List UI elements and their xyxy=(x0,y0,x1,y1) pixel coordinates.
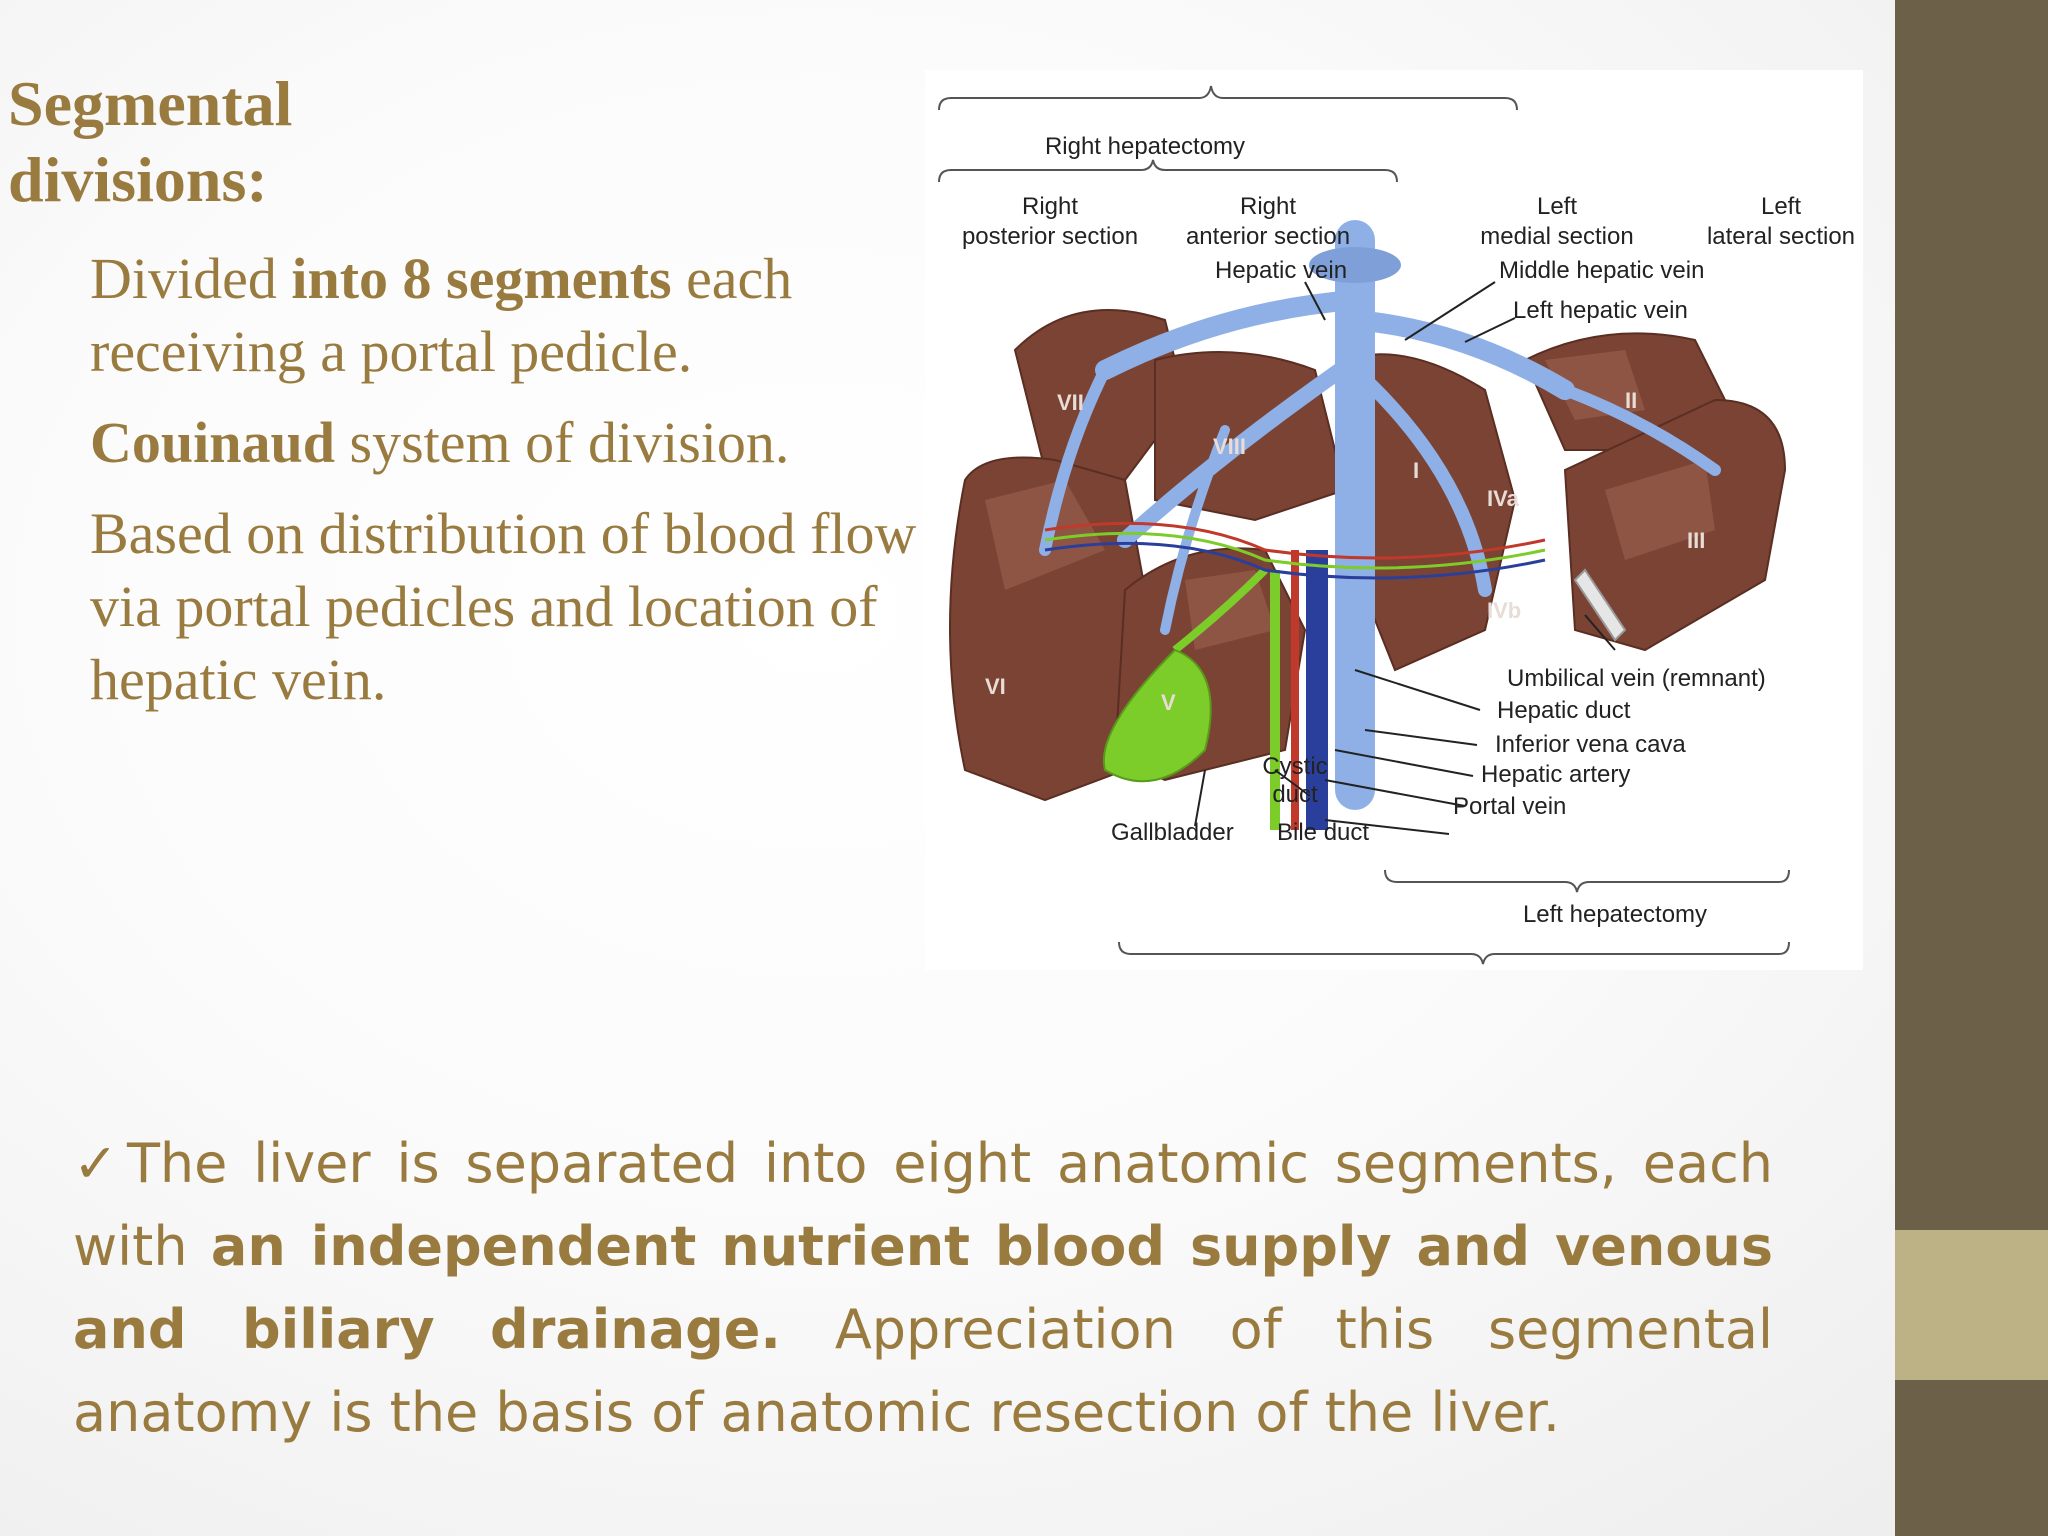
segment-viii: VIII xyxy=(1213,434,1246,459)
bullet-bold: into 8 segments xyxy=(291,246,672,311)
label-right-anterior-1: Right xyxy=(1240,193,1296,220)
summary-paragraph: ✓The liver is separated into eight anato… xyxy=(73,1122,1773,1454)
label-gallbladder: Gallbladder xyxy=(1111,819,1234,846)
segment-v: V xyxy=(1161,690,1176,715)
label-right-hepatectomy: Right hepatectomy xyxy=(1045,133,1245,160)
label-left-hepatectomy: Left hepatectomy xyxy=(1523,901,1707,928)
summary-text-1: The liver is separated into eight anatom… xyxy=(73,1132,1773,1278)
check-icon: ✓ xyxy=(73,1132,127,1195)
bullet-text: each receiving a portal pedicle. xyxy=(90,246,793,384)
label-hepatic-vein: Hepatic vein xyxy=(1215,257,1347,284)
title-line-1: Segmental xyxy=(8,68,293,139)
segment-i: I xyxy=(1413,458,1419,483)
summary-bold: an independent nutrient blood supply and… xyxy=(73,1215,1774,1361)
segment-iva: IVa xyxy=(1487,486,1520,511)
label-cystic-duct-2: duct xyxy=(1272,781,1318,808)
segment-vii: VII xyxy=(1057,390,1084,415)
label-hepatic-duct: Hepatic duct xyxy=(1497,697,1631,724)
label-right-anterior-2: anterior section xyxy=(1186,223,1350,250)
label-cystic-duct-1: Cystic xyxy=(1262,753,1327,780)
bullet-segments: Divided into 8 segments each receiving a… xyxy=(90,242,940,388)
segment-iii: III xyxy=(1687,528,1705,553)
label-left-hepatic-vein: Left hepatic vein xyxy=(1513,297,1688,324)
bullet-list: Divided into 8 segments each receiving a… xyxy=(90,242,940,734)
segment-vi: VI xyxy=(985,674,1006,699)
label-umbilical-vein: Umbilical vein (remnant) xyxy=(1507,665,1766,692)
label-left-medial-1: Left xyxy=(1537,193,1577,220)
liver-diagram-svg: Right hepatectomy Right posterior sectio… xyxy=(938,85,1855,965)
bullet-text: system of division. xyxy=(335,410,790,475)
label-portal-vein: Portal vein xyxy=(1453,793,1566,820)
bullet-text: Divided xyxy=(90,246,292,311)
label-right-posterior-2: posterior section xyxy=(962,223,1138,250)
label-hepatic-artery: Hepatic artery xyxy=(1481,761,1630,788)
slide-title: Segmental divisions: xyxy=(8,66,292,218)
side-bar-accent xyxy=(1895,1230,2048,1380)
bullet-couinaud: Couinaud system of division. xyxy=(90,406,940,479)
title-line-2: divisions: xyxy=(8,144,268,215)
label-bile-duct: Bile duct xyxy=(1277,819,1369,846)
label-left-lateral-1: Left xyxy=(1761,193,1801,220)
bullet-bold: Couinaud xyxy=(90,410,336,475)
label-right-posterior-1: Right xyxy=(1022,193,1078,220)
bullet-text: Based on distribution of blood flow via … xyxy=(90,501,917,712)
label-left-medial-2: medial section xyxy=(1480,223,1633,250)
label-inferior-vena-cava: Inferior vena cava xyxy=(1495,731,1686,758)
label-middle-hepatic-vein: Middle hepatic vein xyxy=(1499,257,1704,284)
bullet-distribution: Based on distribution of blood flow via … xyxy=(90,497,940,716)
summary-text-2: Appreciation of this segmental anatomy i… xyxy=(73,1298,1773,1444)
liver-segments-diagram: Right hepatectomy Right posterior sectio… xyxy=(925,70,1863,970)
segment-ivb: IVb xyxy=(1487,598,1521,623)
segment-ii: II xyxy=(1625,388,1637,413)
label-left-lateral-2: lateral section xyxy=(1707,223,1855,250)
